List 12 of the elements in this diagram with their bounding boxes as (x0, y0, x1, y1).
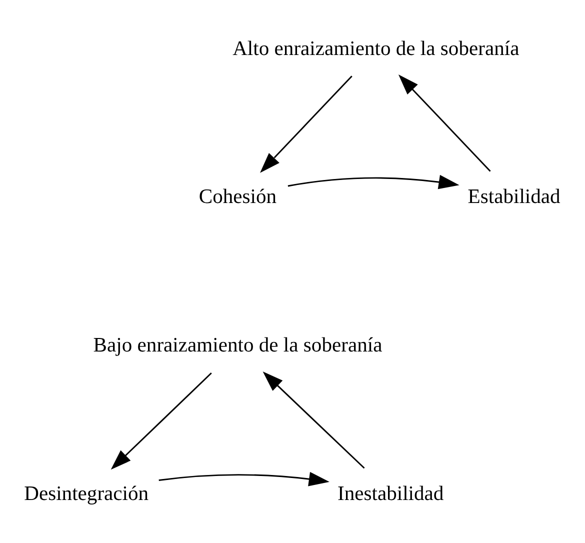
node-text: Inestabilidad (337, 482, 444, 505)
arrow (260, 75, 352, 172)
node-text: Alto enraizamiento de la soberanía (232, 37, 520, 60)
arrow (398, 74, 491, 172)
arrow (262, 371, 365, 468)
arrow (158, 471, 330, 486)
arrow (288, 174, 460, 189)
node-text: Estabilidad (468, 186, 560, 208)
node-text: Desintegración (24, 482, 149, 505)
node-text: Bajo enraizamiento de la soberanía (93, 334, 382, 356)
node-text: Cohesión (198, 186, 277, 208)
arrow (110, 372, 212, 470)
